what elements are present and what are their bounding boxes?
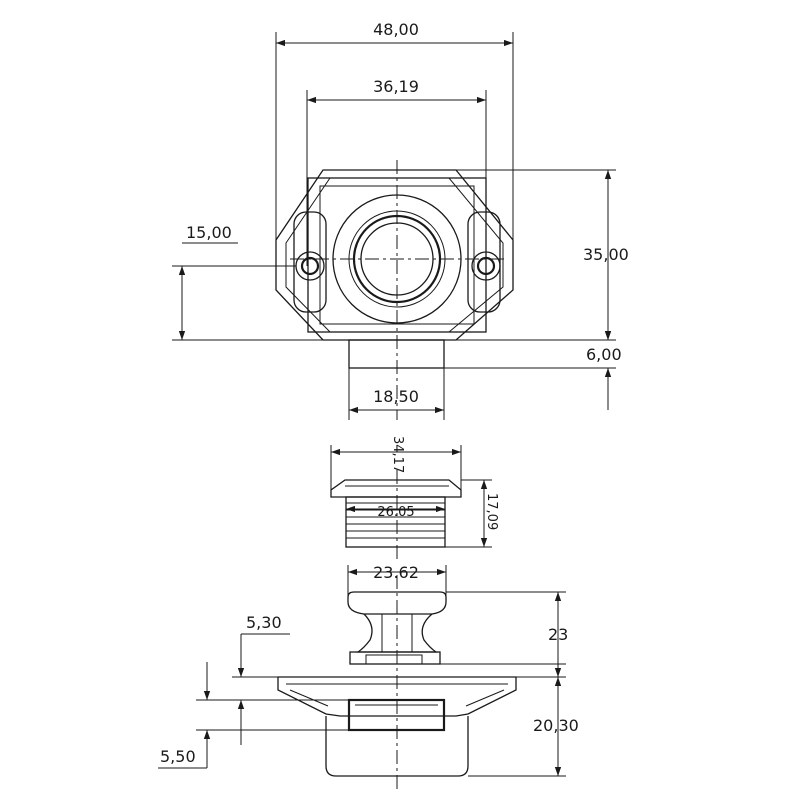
screw-hole-left-inner [300, 256, 320, 276]
top-view: 48,00 36,19 15,00 35,00 6,00 18,50 [172, 20, 629, 420]
dim-hole-offset: 15,00 [186, 223, 232, 242]
knob-side-view: 23.62 23 20,30 5,30 5,50 [158, 563, 579, 790]
dim-overall-width: 48,00 [373, 20, 419, 39]
dim-knob-height: 23 [548, 625, 568, 644]
flange-line [289, 689, 329, 707]
dim-flange-thickness: 5,30 [246, 613, 282, 632]
flange-line [465, 689, 505, 707]
knob-base [349, 651, 441, 665]
boss-left [293, 211, 327, 313]
bezel-view: 34,17 26.05 17,09 [330, 436, 499, 560]
body-flange [277, 676, 517, 717]
dim-shank-width: 18,50 [373, 387, 419, 406]
dim-body-height: 20,30 [533, 716, 579, 735]
dim-slot-height: 5,50 [160, 747, 196, 766]
bezel-thread-body [345, 496, 446, 548]
dim-inner-width: 36,19 [373, 77, 419, 96]
knob-head [347, 591, 447, 615]
bezel-flange [330, 479, 462, 498]
dim-thread-diameter: 26.05 [377, 505, 414, 520]
knob-base-detail [365, 654, 423, 665]
dim-bezel-height: 17,09 [484, 493, 499, 530]
dim-depth: 6,00 [586, 345, 622, 364]
dim-knob-diameter: 23.62 [373, 563, 419, 582]
dim-flange-diameter: 34,17 [390, 436, 405, 473]
dim-height: 35,00 [583, 245, 629, 264]
